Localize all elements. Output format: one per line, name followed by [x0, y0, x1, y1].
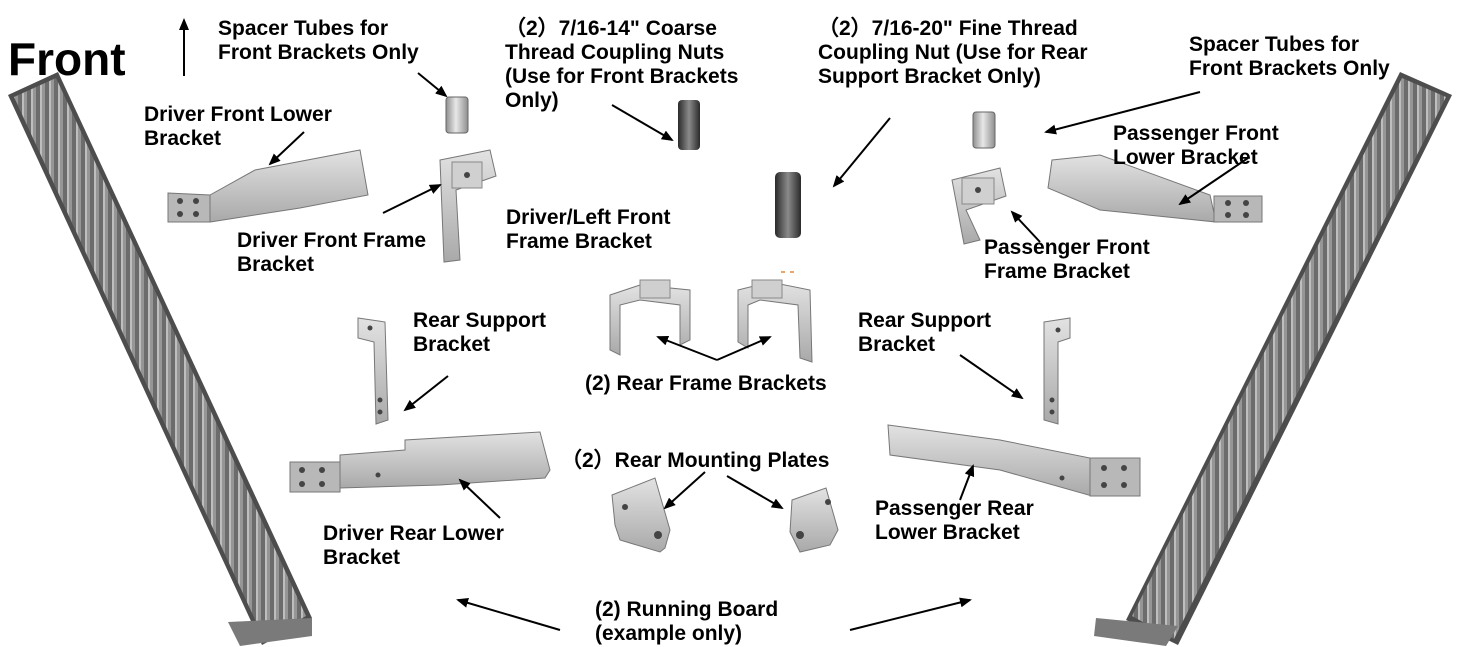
label-rear-mounting-plates: （2）Rear Mounting Plates: [561, 449, 830, 472]
arrow-mounting-left: [663, 471, 706, 510]
rear-support-bracket-left: [357, 317, 389, 425]
running-board-left: [8, 72, 312, 646]
arrow-fine-nut: [832, 117, 891, 188]
label-driver-left-front-frame: Driver/Left Front Frame Bracket: [506, 206, 671, 253]
label-rear-support-left: Rear Support Bracket: [413, 309, 547, 356]
arrow-coarse-nut: [611, 104, 674, 142]
passenger-front-lower-bracket: [1047, 154, 1263, 223]
label-rear-support-right: Rear Support Bracket: [858, 309, 992, 356]
label-spacer-right: Spacer Tubes for Front Brackets Only: [1189, 33, 1390, 80]
driver-front-lower-bracket: [167, 149, 369, 223]
passenger-rear-lower-bracket: [887, 424, 1141, 497]
rear-frame-bracket-left: [609, 279, 691, 356]
label-driver-rear-lower: Driver Rear Lower Bracket: [323, 522, 504, 569]
arrow-passenger-front-frame: [1010, 210, 1041, 243]
arrow-driver-rear-lower: [458, 478, 501, 519]
spacer-tube-right: [972, 111, 996, 149]
running-board-right: [1094, 72, 1452, 646]
fine-coupling-nut: [775, 172, 801, 238]
label-rear-frame-brackets: (2) Rear Frame Brackets: [585, 372, 827, 395]
label-passenger-rear-lower: Passenger Rear Lower Bracket: [875, 497, 1034, 544]
arrow-rear-support-right: [959, 354, 1024, 400]
rear-mounting-plate-right: [789, 487, 839, 553]
arrow-spacer-right: [1044, 91, 1201, 135]
arrow-driver-front-frame: [382, 184, 442, 214]
rear-mounting-plate-left: [611, 477, 671, 553]
front-title: Front: [8, 33, 126, 85]
driver-front-frame-bracket: [439, 149, 497, 263]
arrow-rear-support-left: [403, 375, 449, 412]
label-passenger-front-frame: Passenger Front Frame Bracket: [984, 236, 1150, 283]
arrow-rear-frame-left: [656, 335, 718, 361]
arrow-spacer-left: [417, 72, 448, 98]
label-coarse-nuts: （2）7/16-14" Coarse Thread Coupling Nuts …: [505, 17, 739, 112]
driver-rear-lower-bracket: [289, 431, 551, 493]
label-fine-nut: （2）7/16-20" Fine Thread Coupling Nut (Us…: [818, 17, 1088, 88]
label-driver-front-lower: Driver Front Lower Bracket: [144, 103, 332, 150]
rear-frame-bracket-right: [737, 279, 813, 363]
passenger-front-frame-bracket: [951, 167, 1007, 245]
arrow-running-board-left: [456, 598, 561, 631]
rear-support-bracket-right: [1043, 317, 1071, 425]
arrow-rear-frame-right: [716, 336, 772, 361]
callout-arrows: [179, 18, 1249, 631]
arrow-passenger-rear-lower: [959, 464, 975, 501]
arrow-mounting-right: [726, 475, 784, 510]
coarse-coupling-nut: [678, 100, 700, 150]
spacer-tube-left: [445, 96, 469, 134]
arrow-driver-front-lower: [268, 131, 305, 166]
label-driver-front-frame: Driver Front Frame Bracket: [237, 229, 427, 276]
label-running-board: (2) Running Board (example only): [595, 598, 779, 645]
arrow-running-board-right: [849, 597, 972, 631]
arrow-passenger-front-lower: [1178, 157, 1249, 206]
label-passenger-front-lower: Passenger Front Lower Bracket: [1113, 122, 1279, 169]
label-spacer-left: Spacer Tubes for Front Brackets Only: [218, 17, 419, 64]
